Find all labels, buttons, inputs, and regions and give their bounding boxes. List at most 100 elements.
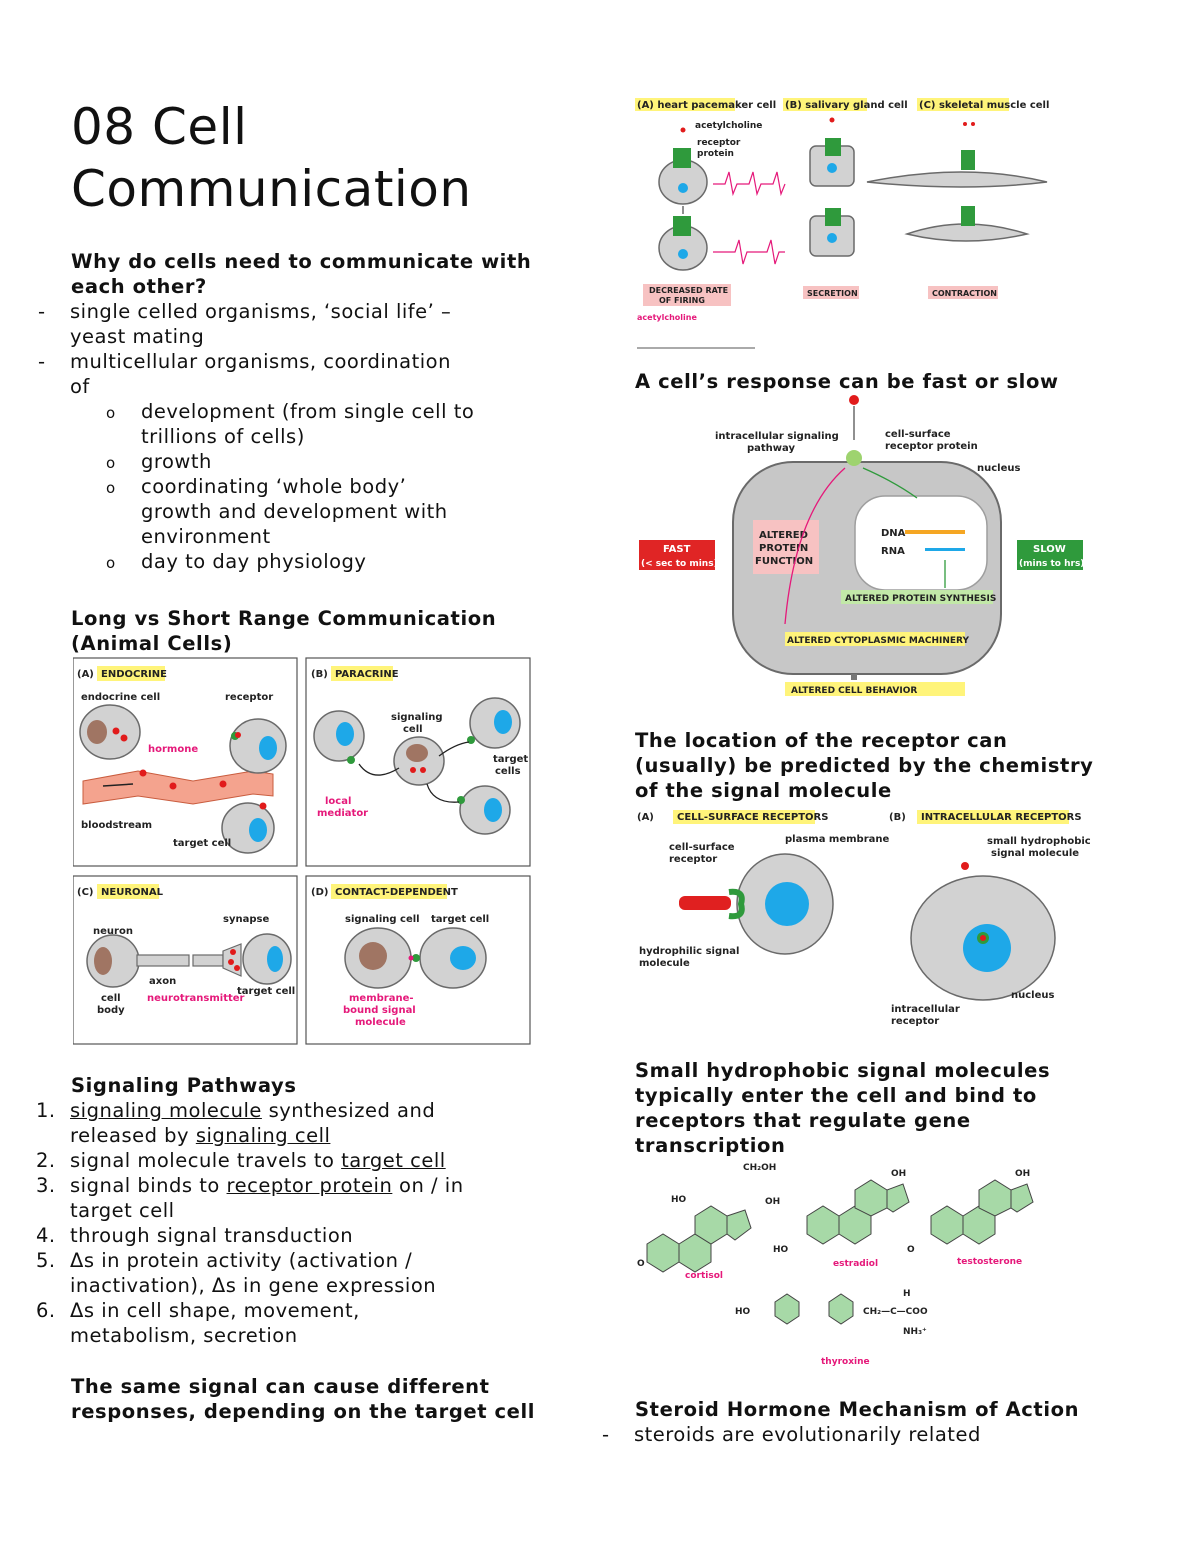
label: cell-surface <box>885 429 951 440</box>
label: intracellular signaling <box>715 431 839 442</box>
svg-text:OH: OH <box>891 1169 906 1179</box>
label: SECRETION <box>807 289 858 298</box>
label: target cell <box>173 838 231 849</box>
label: acetylcholine <box>695 121 762 131</box>
svg-text:HO: HO <box>735 1307 751 1317</box>
panel-tag: (B) <box>311 669 328 680</box>
label: cell <box>403 724 423 735</box>
svg-text:HO: HO <box>773 1245 789 1255</box>
response-figure: intracellular signaling pathway cell-sur… <box>639 395 1084 696</box>
label: (A) <box>637 812 654 823</box>
list-item: 6.Δs in cell shape, movement,metabolism,… <box>36 1299 360 1347</box>
label: neurotransmitter <box>147 993 245 1004</box>
label: body <box>97 1005 125 1016</box>
list-item: multicellular organisms, coordinationof … <box>0 349 571 576</box>
list-item: development (from single cell totrillion… <box>0 399 571 449</box>
label: OF FIRING <box>659 296 705 305</box>
label: target cell <box>431 914 489 925</box>
svg-text:CH₂—C—COO: CH₂—C—COO <box>863 1307 928 1317</box>
label: ALTERED CYTOPLASMIC MACHINERY <box>787 636 969 646</box>
pathways-heading: Signaling Pathways <box>71 1074 297 1097</box>
label: receptor <box>697 138 741 148</box>
label: axon <box>149 976 176 987</box>
label: cortisol <box>685 1271 723 1281</box>
label: nucleus <box>977 463 1020 474</box>
label: hydrophilic signal <box>639 946 739 957</box>
label: cell <box>101 993 121 1004</box>
why-sublist: development (from single cell totrillion… <box>0 399 571 576</box>
label: receptor protein <box>885 441 978 452</box>
label: cell-surface <box>669 842 735 853</box>
label: bloodstream <box>81 820 152 831</box>
panel-tag: (C) <box>77 887 93 898</box>
label: intracellular <box>891 1004 960 1015</box>
label: INTRACELLULAR RECEPTORS <box>921 812 1082 823</box>
svg-text:O: O <box>907 1245 915 1255</box>
steroid-structures: O CH₂OH HO OH HO OH O OH cortisol estrad… <box>637 1163 1034 1367</box>
svg-text:OH: OH <box>765 1197 780 1207</box>
acetylcholine-figure: (A) heart pacemaker cell (B) salivary gl… <box>635 98 1049 349</box>
panel-title: CONTACT-DEPENDENT <box>335 887 458 898</box>
fast-slow-heading: A cell’s response can be fast or slow <box>635 370 1059 393</box>
panel-tag: (D) <box>311 887 328 898</box>
svg-text:O: O <box>637 1259 645 1269</box>
location-heading: The location of the receptor can(usually… <box>635 729 1094 802</box>
svg-text:CH₂OH: CH₂OH <box>743 1163 776 1173</box>
label: acetylcholine <box>637 313 697 322</box>
label: DNA <box>881 528 906 539</box>
list-item: 4.through signal transduction <box>36 1224 354 1247</box>
label: estradiol <box>833 1259 878 1269</box>
label: thyroxine <box>821 1357 870 1367</box>
label: FUNCTION <box>755 556 813 567</box>
range-figure: (A) ENDOCRINE endocrine cell receptor ho… <box>73 657 531 1045</box>
list-item: day to day physiology <box>0 549 571 576</box>
label: ALTERED <box>759 530 808 541</box>
list-item: single celled organisms, ‘social life’ –… <box>0 299 571 349</box>
label: testosterone <box>957 1257 1022 1267</box>
label: small hydrophobic <box>987 836 1091 847</box>
label: CONTRACTION <box>932 289 997 298</box>
label: PROTEIN <box>759 543 808 554</box>
label: signaling <box>391 712 443 723</box>
label: target cell <box>237 986 295 997</box>
label: receptor <box>669 854 717 865</box>
label: pathway <box>747 443 795 454</box>
label: (B) salivary gland cell <box>785 100 908 111</box>
list-item: coordinating ‘whole body’growth and deve… <box>0 474 571 549</box>
label: protein <box>697 149 734 159</box>
label: cells <box>495 766 521 777</box>
label: molecule <box>639 958 690 969</box>
label: DECREASED RATE <box>649 286 728 295</box>
label: hormone <box>148 744 198 755</box>
label: ALTERED PROTEIN SYNTHESIS <box>845 594 996 604</box>
list-item: 5.Δs in protein activity (activation /in… <box>36 1249 437 1297</box>
label: (mins to hrs) <box>1019 559 1084 569</box>
label: target <box>493 754 528 765</box>
panel-tag: (A) <box>77 669 94 680</box>
svg-text:H: H <box>903 1289 911 1299</box>
label: ALTERED CELL BEHAVIOR <box>791 686 917 696</box>
svg-text:OH: OH <box>1015 1169 1030 1179</box>
panel-title: ENDOCRINE <box>101 669 167 680</box>
why-list: single celled organisms, ‘social life’ –… <box>0 299 571 576</box>
list-item: growth <box>0 449 571 476</box>
steroid-list: steroids are evolutionarily related <box>564 1422 1125 1447</box>
pathways-section: Signaling Pathways 1.signaling molecule … <box>36 1073 571 1348</box>
receptor-figure: (A) CELL-SURFACE RECEPTORS (B) INTRACELL… <box>637 810 1091 1027</box>
label: nucleus <box>1011 990 1054 1001</box>
panel-title: PARACRINE <box>335 669 399 680</box>
label: (B) <box>889 812 906 823</box>
list-item: steroids are evolutionarily related <box>564 1422 1125 1447</box>
label: receptor <box>225 692 273 703</box>
label: neuron <box>93 926 133 937</box>
label: CELL-SURFACE RECEPTORS <box>677 812 828 823</box>
label: (C) skeletal muscle cell <box>919 100 1049 111</box>
label: endocrine cell <box>81 692 160 703</box>
label: (A) heart pacemaker cell <box>637 100 776 111</box>
label: (< sec to mins) <box>641 559 718 569</box>
